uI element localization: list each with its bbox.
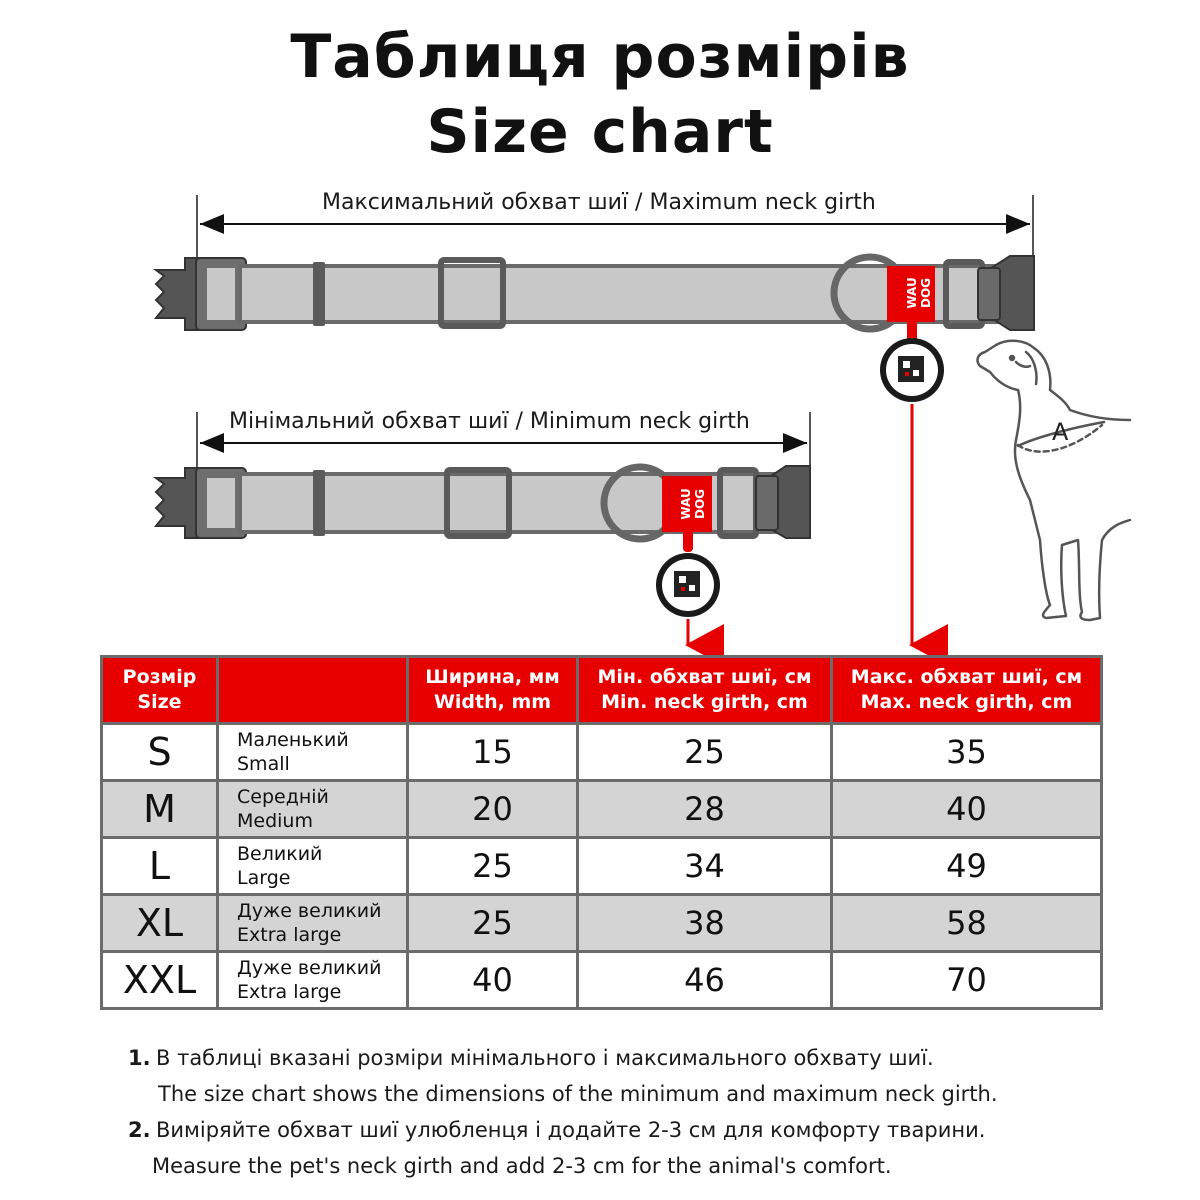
brand-label-min: WAU <box>679 488 693 519</box>
brand-label-2: DOG <box>919 278 933 308</box>
size-cell: XXL <box>100 950 219 1010</box>
min-girth-cell: 25 <box>576 722 833 782</box>
max-girth-cell: 40 <box>830 779 1103 839</box>
note-1-ua: 1.В таблиці вказані розміри мінімального… <box>128 1046 934 1070</box>
collar-min: WAU DOG <box>153 463 811 617</box>
width-cell: 20 <box>406 779 579 839</box>
header-name <box>216 655 409 725</box>
size-cell: M <box>100 779 219 839</box>
min-girth-cell: 38 <box>576 893 833 953</box>
max-girth-cell: 49 <box>830 836 1103 896</box>
width-cell: 25 <box>406 893 579 953</box>
min-girth-label: Мінімальний обхват шиї / Minimum neck gi… <box>229 409 750 434</box>
dog-girth-marker: A <box>1052 418 1069 446</box>
min-girth-dimension <box>196 412 811 474</box>
width-cell: 40 <box>406 950 579 1010</box>
page-title-en: Size chart <box>426 97 774 167</box>
brand-label: WAU <box>905 277 919 308</box>
min-girth-cell: 28 <box>576 779 833 839</box>
notes: 1.В таблиці вказані розміри мінімального… <box>128 1040 998 1184</box>
note-2-en: Measure the pet's neck girth and add 2-3… <box>152 1154 892 1178</box>
max-girth-dimension <box>196 195 1034 258</box>
brand-label-min-2: DOG <box>693 489 707 519</box>
collar-max: WAU DOG <box>153 253 1035 402</box>
width-cell: 15 <box>406 722 579 782</box>
width-cell: 25 <box>406 836 579 896</box>
note-1-en: The size chart shows the dimensions of t… <box>158 1082 998 1106</box>
size-cell: S <box>100 722 219 782</box>
min-girth-cell: 34 <box>576 836 833 896</box>
max-girth-cell: 70 <box>830 950 1103 1010</box>
max-girth-cell: 58 <box>830 893 1103 953</box>
dog-illustration <box>976 339 1132 622</box>
size-cell: XL <box>100 893 219 953</box>
page-title-ua: Таблиця розмірів <box>290 22 910 92</box>
min-girth-cell: 46 <box>576 950 833 1010</box>
note-2-ua: 2.Виміряйте обхват шиї улюбленця і додай… <box>128 1118 986 1142</box>
collar-diagram: WAU DOG WAU DOG <box>153 195 1132 660</box>
max-girth-label: Максимальний обхват шиї / Maximum neck g… <box>322 190 876 215</box>
size-cell: L <box>100 836 219 896</box>
max-girth-cell: 35 <box>830 722 1103 782</box>
